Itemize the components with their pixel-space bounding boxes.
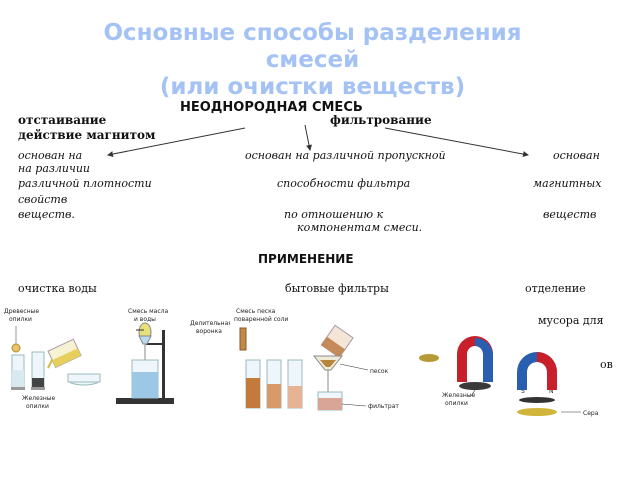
desc-left-2: на различии [18,162,90,175]
funnel-drawing [116,322,174,404]
magnet-drawing [419,336,581,416]
label-iron-1: Железные [22,395,56,402]
magnet-s-label: S [521,388,525,395]
page-title: Основные способы разделения смесей (или … [40,20,585,101]
label-sand-salt-1: Смесь песка [236,308,276,315]
method-magnet: действие магнитом [18,128,156,142]
desc-mid-1: основан на различной пропускной [245,149,446,162]
illustration-funnel: Смесь масла и воды Делительная воронка [112,300,232,420]
label-iron2-2: опилки [445,400,468,407]
label-filtrate: фильтрат [368,403,399,410]
title-line-3: (или очистки веществ) [159,74,466,100]
application-left: очистка воды [18,282,97,295]
filtration-drawing [239,324,369,411]
title-line-1: Основные способы разделения [103,20,522,46]
application-right-2: мусора для [538,314,604,327]
label-oil-water-1: Смесь масла [128,308,169,315]
desc-mid-3: по отношению к [284,208,384,221]
label-sawdust-1: Древесные [4,308,40,315]
desc-right-2: магнитных [533,177,602,190]
subtitle: НЕОДНОРОДНАЯ СМЕСЬ [180,100,363,115]
application-right: отделение [525,282,586,295]
magnet-n2-label: N [549,388,554,395]
desc-left-3: различной плотности [18,177,152,190]
label-funnel-2: воронка [196,328,222,335]
desc-left-1: основан на [18,149,83,162]
desc-mid-4: компонентам смеси. [297,221,423,234]
illustration-magnet: Железные опилки Сера N S N [415,330,600,425]
application-middle: бытовые фильтры [285,282,389,295]
label-sulfur: Сера [583,410,599,417]
desc-left-5: веществ. [18,208,75,221]
title-line-2: смесей [265,47,360,73]
method-filtration: фильтрование [330,113,432,127]
desc-right-1: основан [553,149,600,162]
label-iron-2: опилки [26,403,49,410]
settling-drawing [11,326,101,390]
label-sand-salt-2: поваренной соли [234,316,289,323]
desc-left-4: свойств [18,193,68,206]
desc-right-3: веществ [543,208,597,221]
method-settling: отстаивание [18,113,107,127]
label-funnel-1: Делительная [190,320,232,327]
label-oil-water-2: и воды [134,316,156,323]
label-sand: песок [370,368,389,375]
application-right-3: ов [600,358,613,371]
illustration-settling: Древесные опилки Железные опилки [0,300,110,420]
application-heading: ПРИМЕНЕНИЕ [258,252,354,266]
desc-mid-2: способности фильтра [277,177,411,190]
label-sawdust-2: опилки [9,316,32,323]
illustration-filtration: Смесь песка поваренной соли песок фильтр… [230,300,399,420]
label-iron2-1: Железные [442,392,476,399]
